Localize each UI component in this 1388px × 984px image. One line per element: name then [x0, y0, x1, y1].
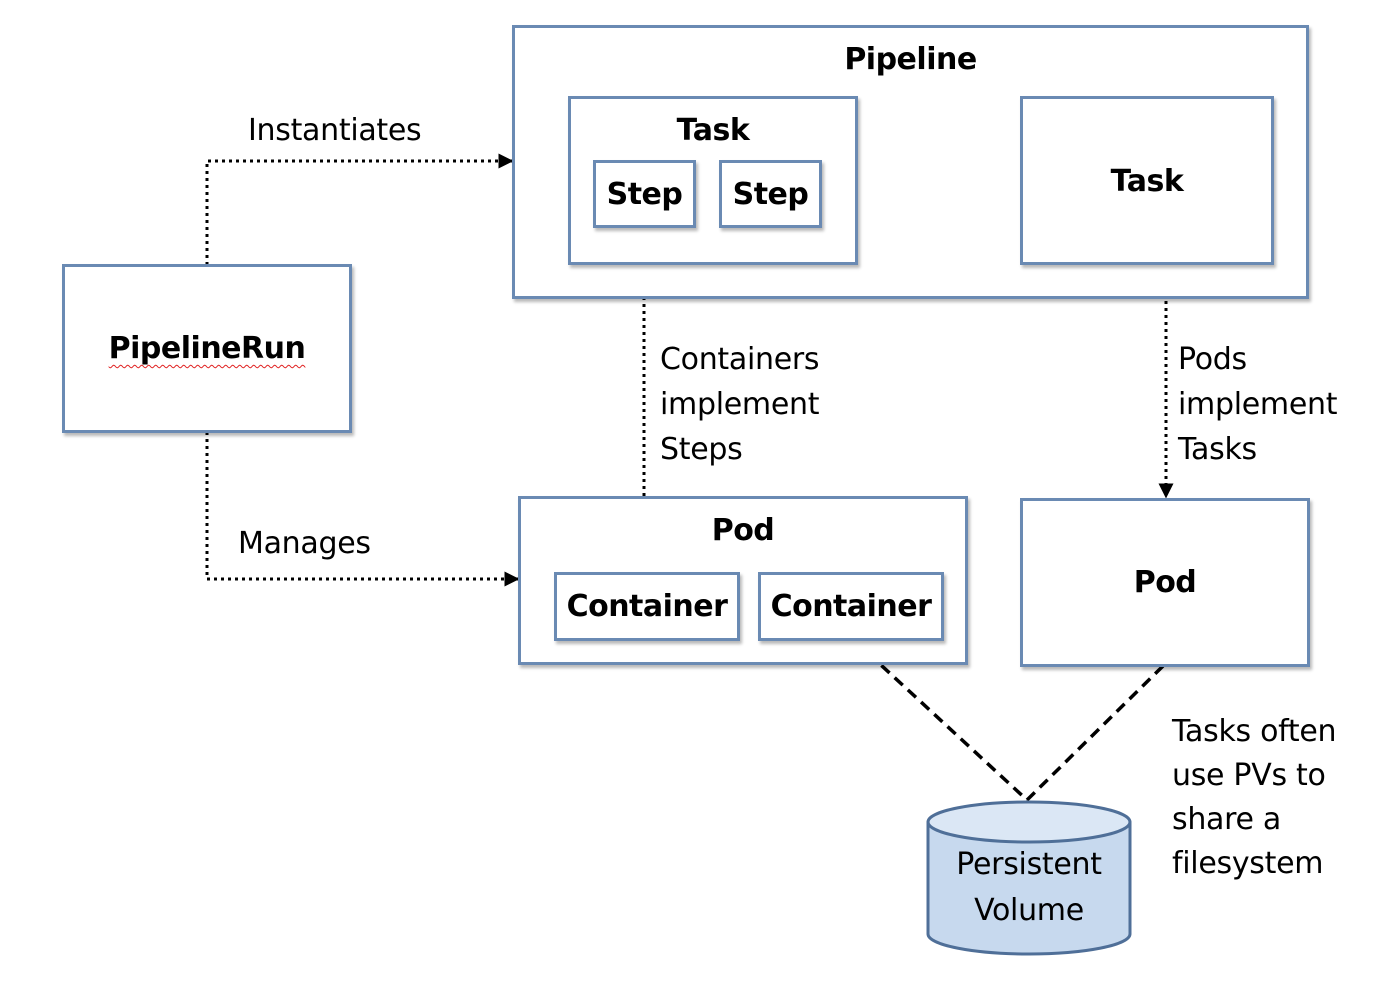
pods-tasks-note: Pods implement Tasks [1178, 337, 1337, 472]
pipeline-title: Pipeline [844, 42, 977, 77]
pod-to-volume-line [1025, 664, 1165, 802]
note-line: Tasks often [1172, 714, 1337, 749]
pv-share-note: Tasks often use PVs to share a filesyste… [1172, 710, 1337, 886]
container-label-2: Container [770, 589, 932, 624]
step-box-1: Step [593, 160, 696, 228]
instantiates-arrow [205, 153, 514, 265]
manages-arrow [205, 432, 520, 587]
step-label-1: Step [606, 176, 683, 212]
instantiates-label: Instantiates [248, 113, 422, 148]
task-box-right: Task [1020, 96, 1274, 265]
containers-steps-note: Containers implement Steps [660, 337, 820, 472]
container-label-1: Container [566, 589, 728, 624]
pipelinerun-box: PipelineRun [62, 264, 352, 433]
volume-label-line2: Volume [974, 893, 1084, 928]
container-box-2: Container [758, 572, 944, 641]
volume-label-line1: Persistent [956, 847, 1102, 882]
pod-left-title: Pod [711, 513, 775, 548]
task-left-title: Task [676, 113, 750, 148]
step-box-2: Step [719, 160, 822, 228]
note-line: Pods [1178, 342, 1247, 377]
container-to-volume-line [853, 639, 1029, 802]
note-line: implement [660, 387, 820, 422]
step-label-2: Step [732, 176, 809, 212]
task-right-title: Task [1110, 164, 1184, 199]
pipelinerun-label: PipelineRun [108, 331, 306, 366]
container-box-1: Container [554, 572, 740, 641]
note-line: implement [1178, 387, 1338, 422]
note-line: use PVs to [1172, 758, 1326, 793]
note-line: Steps [660, 432, 743, 467]
persistent-volume-cylinder [926, 800, 1132, 956]
pod-box-right: Pod [1020, 498, 1310, 667]
note-line: filesystem [1172, 846, 1324, 881]
note-line: share a [1172, 802, 1281, 837]
note-line: Containers [660, 342, 820, 377]
manages-label: Manages [238, 526, 371, 561]
note-line: Tasks [1178, 432, 1257, 467]
pod-right-label: Pod [1133, 565, 1197, 600]
